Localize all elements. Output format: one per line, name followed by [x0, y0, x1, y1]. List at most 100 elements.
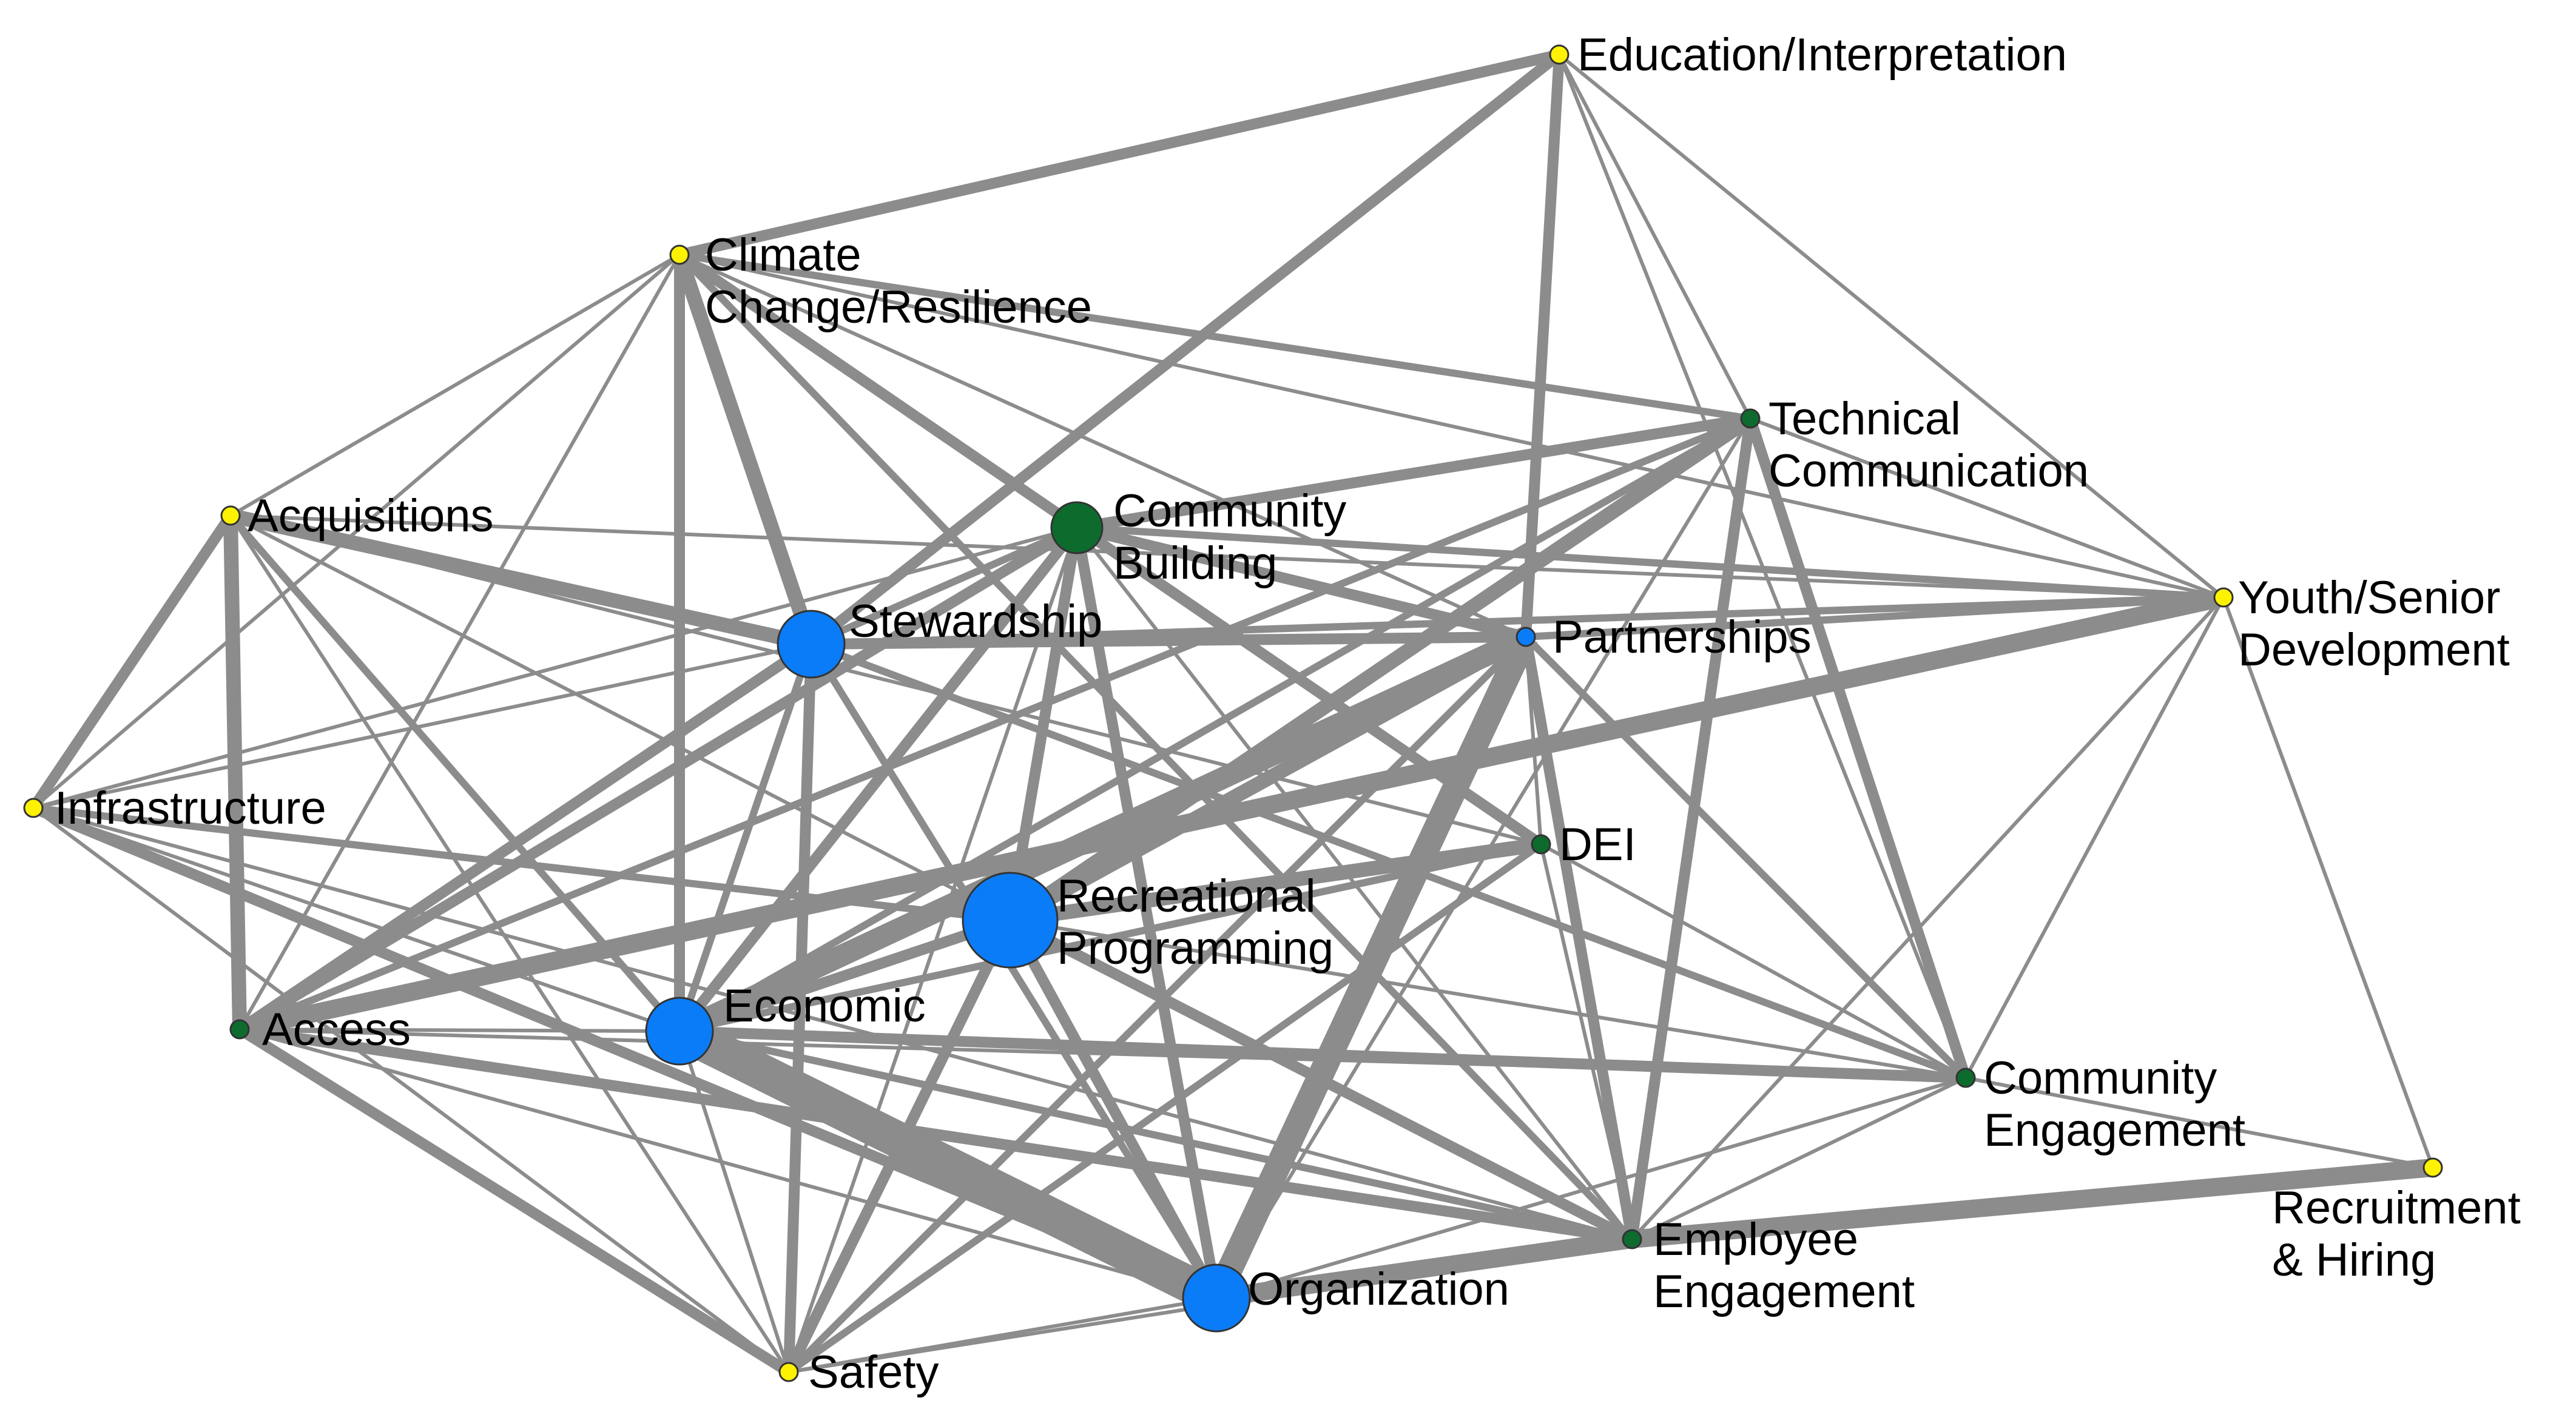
edge-climate-acquisitions	[229, 253, 681, 517]
edge-technical-organization	[1215, 417, 1752, 1299]
node-label-line: Engagement	[1984, 1105, 2245, 1156]
node-label-stewardship: Stewardship	[849, 596, 1102, 647]
edge-community_engagement-recruitment	[1965, 1076, 2433, 1169]
node-label-line: DEI	[1559, 819, 1636, 870]
edge-partnerships-dei	[1524, 636, 1543, 845]
node-label-line: Employee	[1653, 1214, 1858, 1265]
edge-infrastructure-recreational	[33, 804, 1011, 924]
edge-recreational-organization	[1005, 917, 1221, 1301]
node-label-line: Community	[1984, 1052, 2217, 1104]
node-label-line: & Hiring	[2272, 1234, 2436, 1286]
edge-technical-community_engagement	[1745, 417, 1971, 1080]
node-organization	[1182, 1263, 1251, 1333]
node-acquisitions	[220, 505, 241, 526]
edge-community_building-technical	[1076, 413, 1752, 533]
node-label-safety: Safety	[808, 1347, 939, 1398]
node-technical	[1740, 408, 1761, 429]
node-economic	[645, 997, 714, 1066]
node-label-line: Building	[1113, 537, 1277, 589]
node-label-line: Economic	[723, 980, 926, 1032]
edge-climate-dei	[676, 250, 1545, 849]
edge-climate-infrastructure	[32, 253, 681, 810]
edge-recreational-partnerships	[1006, 630, 1529, 927]
node-label-acquisitions: Acquisitions	[248, 490, 494, 542]
edge-community_building-employee	[1075, 526, 1634, 1240]
edge-partnerships-employee	[1520, 636, 1637, 1240]
node-label-line: Development	[2238, 624, 2510, 676]
node-label-organization: Organization	[1248, 1263, 1509, 1315]
edge-community_engagement-partnerships	[1523, 634, 1969, 1081]
edge-climate-partnerships	[678, 253, 1527, 639]
edge-infrastructure-stewardship	[33, 642, 812, 810]
edge-stewardship-community_engagement	[809, 641, 1967, 1081]
edge-partnerships-safety	[786, 634, 1529, 1375]
node-label-recruitment: Recruitment& Hiring	[2272, 1182, 2521, 1286]
node-label-education: Education/Interpretation	[1577, 29, 2067, 81]
edge-dei-community_engagement	[1540, 843, 1967, 1080]
node-label-access: Access	[262, 1004, 411, 1055]
node-label-line: Communication	[1768, 445, 2089, 497]
edge-access-community_engagement	[239, 1028, 1966, 1080]
edge-access-employee	[238, 1024, 1633, 1245]
edge-infrastructure-community_building	[33, 526, 1077, 810]
edge-recreational-community_building	[1005, 526, 1082, 921]
node-stewardship	[777, 610, 846, 679]
edge-access-organization	[239, 1028, 1217, 1300]
node-label-line: Climate	[705, 229, 861, 281]
edge-community_building-safety	[787, 527, 1079, 1373]
edge-acquisitions-youth	[230, 514, 2224, 599]
edge-recreational-safety	[783, 918, 1016, 1374]
node-label-line: Technical	[1768, 393, 1961, 445]
edge-community_engagement-employee	[1631, 1076, 1967, 1241]
node-recreational	[962, 872, 1059, 969]
edge-education-technical	[1557, 53, 1752, 420]
node-label-line: Engagement	[1653, 1266, 1915, 1317]
edge-acquisitions-safety	[229, 514, 791, 1373]
edge-access-safety	[237, 1024, 792, 1377]
edge-infrastructure-safety	[32, 806, 790, 1374]
edge-infrastructure-employee	[33, 806, 1633, 1241]
node-label-line: Education/Interpretation	[1577, 29, 2067, 81]
edge-education-youth	[1558, 53, 2225, 599]
edge-youth-community_building	[1076, 524, 2224, 601]
edge-economic-safety	[678, 1031, 791, 1373]
edge-youth-recruitment	[2222, 596, 2435, 1169]
node-label-line: Recruitment	[2272, 1182, 2521, 1234]
edge-technical-employee	[1627, 417, 1756, 1240]
edge-recreational-economic	[678, 915, 1012, 1037]
edge-climate-technical	[679, 251, 1751, 422]
edge-acquisitions-dei	[230, 514, 1542, 846]
edge-dei-safety	[786, 841, 1543, 1375]
node-recruitment	[2423, 1157, 2443, 1178]
edge-safety-organization	[788, 1296, 1217, 1374]
node-label-line: Youth/Senior	[2238, 572, 2500, 624]
node-label-infrastructure: Infrastructure	[55, 782, 326, 834]
node-partnerships	[1516, 627, 1536, 647]
edge-economic-organization	[671, 1015, 1225, 1314]
edge-employee-recruitment	[1631, 1159, 2434, 1248]
edge-stewardship-economic	[676, 643, 815, 1032]
node-label-line: Recreational	[1057, 870, 1316, 922]
edge-technical-access	[238, 415, 1752, 1033]
node-community-building	[1050, 501, 1104, 554]
node-climate	[669, 244, 690, 265]
edge-climate-youth	[679, 253, 2224, 599]
edge-youth-stewardship	[811, 594, 2224, 648]
node-label-line: Acquisitions	[248, 490, 494, 542]
edge-acquisitions-economic	[228, 513, 683, 1034]
node-community-engagement	[1955, 1068, 1976, 1088]
edge-acquisitions-infrastructure	[29, 512, 235, 812]
edge-technical-economic	[678, 415, 1752, 1035]
edge-community_building-partnerships	[1075, 522, 1528, 642]
edge-stewardship-access	[236, 639, 815, 1034]
edge-youth-access	[237, 588, 2226, 1038]
node-label-dei: DEI	[1559, 819, 1636, 870]
edge-education-climate	[678, 49, 1560, 260]
